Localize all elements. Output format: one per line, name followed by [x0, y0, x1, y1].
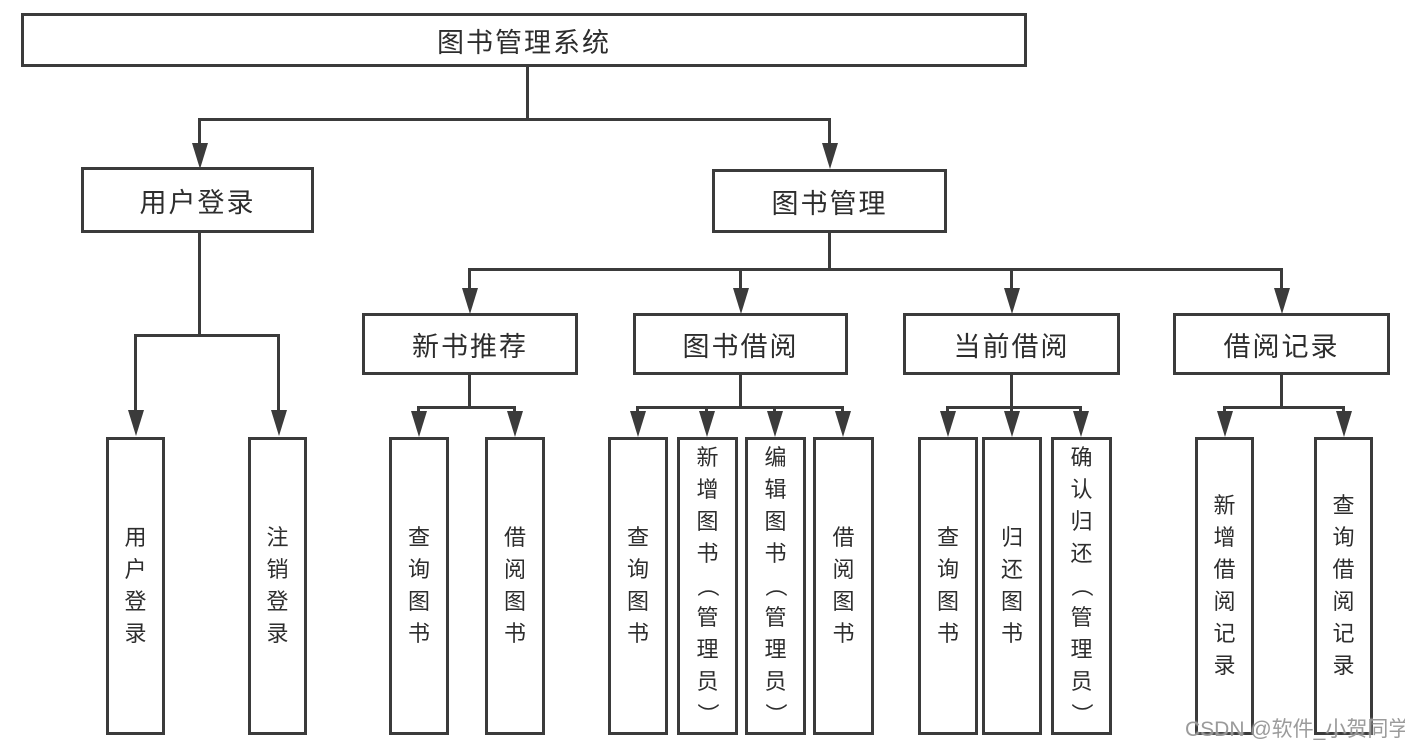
leaf-edit-books-admin-label: 编辑图书（管理员） [763, 445, 789, 726]
leaf-add-borrow-record: 新增借阅记录 [1195, 437, 1254, 735]
arrow-down-icon [271, 410, 287, 436]
connector-stem-current-borrowing [1010, 375, 1013, 409]
node-current-borrowing-label: 当前借阅 [953, 331, 1070, 362]
connector-drop-leaf [841, 406, 844, 414]
leaf-return-books-label: 归还图书 [1000, 525, 1023, 646]
connector-stem-book-borrowing [739, 375, 742, 409]
node-book-borrowing: 图书借阅 [633, 313, 848, 375]
leaf-query-books-3-label: 查询图书 [936, 525, 959, 646]
arrow-down-icon [128, 410, 144, 436]
connector-drop-leaf [277, 334, 280, 412]
arrow-down-icon [1004, 411, 1020, 437]
leaf-borrow-books-2-label: 借阅图书 [832, 525, 855, 646]
connector-drop-leaf [134, 334, 137, 412]
connector-user-login-stem [198, 233, 201, 337]
leaf-user-login-label: 用户登录 [124, 525, 147, 646]
arrow-down-icon [1336, 411, 1352, 437]
node-new-book-recommend-label: 新书推荐 [412, 331, 528, 362]
connector-drop-user-login [198, 118, 201, 146]
leaf-confirm-return-admin: 确认归还（管理员） [1051, 437, 1112, 735]
connector-drop-leaf [636, 406, 639, 414]
leaf-query-borrow-record-label: 查询借阅记录 [1332, 493, 1355, 678]
leaf-add-books-admin: 新增图书（管理员） [677, 437, 738, 735]
leaf-logout-label: 注销登录 [266, 525, 289, 646]
arrow-down-icon [699, 411, 715, 437]
node-borrowing-records-label: 借阅记录 [1223, 331, 1340, 362]
connector-drop-leaf [1342, 406, 1345, 414]
connector-leafbar-book-borrowing [636, 406, 844, 409]
connector-drop-level3 [739, 268, 742, 292]
connector-leafbar-borrowing-records [1223, 406, 1345, 409]
connector-drop-leaf [773, 406, 776, 414]
leaf-borrow-books-2: 借阅图书 [813, 437, 874, 735]
arrow-down-icon [1274, 288, 1290, 314]
leaf-query-books-2-label: 查询图书 [626, 525, 649, 646]
arrow-down-icon [192, 143, 208, 169]
leaf-borrow-books-1: 借阅图书 [485, 437, 545, 735]
connector-level1-bar [198, 118, 831, 121]
leaf-logout: 注销登录 [248, 437, 307, 735]
node-user-login: 用户登录 [81, 167, 314, 233]
arrow-down-icon [733, 288, 749, 314]
node-book-management-label: 图书管理 [771, 188, 888, 219]
connector-drop-book-management [828, 118, 831, 146]
leaf-return-books: 归还图书 [982, 437, 1042, 735]
connector-drop-leaf [946, 406, 949, 414]
node-current-borrowing: 当前借阅 [903, 313, 1120, 375]
watermark-text: CSDN @软件_小贺同学 [1185, 718, 1405, 741]
arrow-down-icon [462, 288, 478, 314]
arrow-down-icon [507, 411, 523, 437]
arrow-down-icon [1073, 411, 1089, 437]
leaf-borrow-books-1-label: 借阅图书 [503, 525, 526, 646]
leaf-add-borrow-record-label: 新增借阅记录 [1213, 493, 1236, 678]
leaf-user-login: 用户登录 [106, 437, 165, 735]
leaf-query-books-3: 查询图书 [918, 437, 978, 735]
connector-drop-leaf [1010, 406, 1013, 414]
connector-root-stem [526, 67, 529, 121]
node-book-management: 图书管理 [712, 169, 947, 233]
connector-stem-new-book [468, 375, 471, 409]
arrow-down-icon [411, 411, 427, 437]
connector-level2-bar [468, 268, 1282, 271]
connector-stem-borrowing-records [1280, 375, 1283, 409]
arrow-down-icon [940, 411, 956, 437]
node-root: 图书管理系统 [21, 13, 1027, 67]
leaf-query-books-2: 查询图书 [608, 437, 668, 735]
connector-drop-leaf [417, 406, 420, 414]
node-root-label: 图书管理系统 [437, 27, 611, 58]
leaf-confirm-return-admin-label: 确认归还（管理员） [1069, 445, 1095, 726]
arrow-down-icon [835, 411, 851, 437]
node-book-borrowing-label: 图书借阅 [682, 331, 799, 362]
connector-drop-level3 [1010, 268, 1013, 292]
arrow-down-icon [822, 143, 838, 169]
connector-drop-level3 [468, 268, 471, 292]
arrow-down-icon [1004, 288, 1020, 314]
connector-leafbar-current-borrowing [946, 406, 1082, 409]
arrow-down-icon [630, 411, 646, 437]
leaf-query-books-1-label: 查询图书 [407, 525, 430, 646]
connector-drop-level3 [1280, 268, 1283, 292]
leaf-edit-books-admin: 编辑图书（管理员） [745, 437, 806, 735]
node-borrowing-records: 借阅记录 [1173, 313, 1390, 375]
connector-drop-leaf [1079, 406, 1082, 414]
arrow-down-icon [767, 411, 783, 437]
connector-book-management-stem [828, 233, 831, 271]
connector-drop-leaf [513, 406, 516, 414]
connector-user-login-bar [134, 334, 280, 337]
arrow-down-icon [1217, 411, 1233, 437]
leaf-query-borrow-record: 查询借阅记录 [1314, 437, 1373, 735]
leaf-query-books-1: 查询图书 [389, 437, 449, 735]
connector-leafbar-new-book [417, 406, 516, 409]
leaf-add-books-admin-label: 新增图书（管理员） [695, 445, 721, 726]
connector-drop-leaf [1223, 406, 1226, 414]
node-new-book-recommend: 新书推荐 [362, 313, 578, 375]
node-user-login-label: 用户登录 [139, 187, 256, 218]
connector-drop-leaf [705, 406, 708, 414]
